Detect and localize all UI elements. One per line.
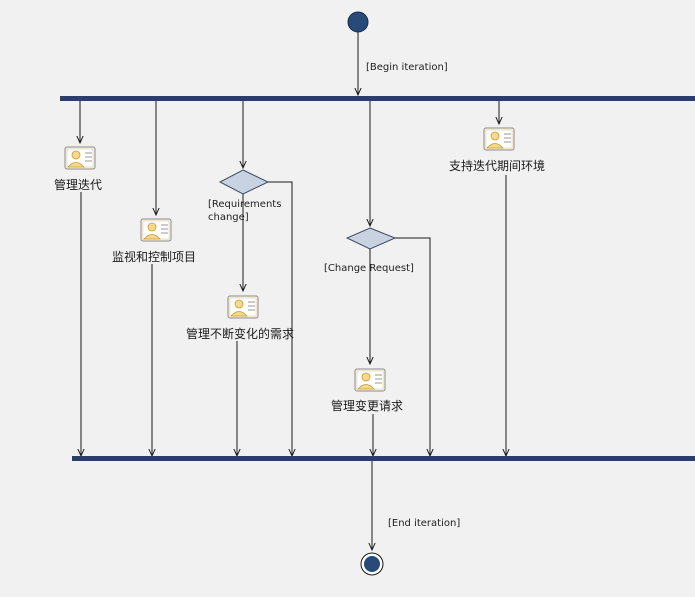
requirements-decision <box>218 169 270 195</box>
activity-manage-iteration: 管理迭代 <box>53 178 103 192</box>
requirements-guard-line2: change] <box>208 212 249 223</box>
manage-requirements-icon <box>227 295 259 319</box>
initial-node <box>347 11 369 33</box>
activity-manage-requirements: 管理不断变化的需求 <box>185 327 295 341</box>
activity-monitor-control: 监视和控制项目 <box>111 250 197 264</box>
change-request-guard-label: [Change Request] <box>324 263 414 274</box>
manage-change-requests-icon <box>354 368 386 392</box>
support-environment-icon <box>483 127 515 151</box>
activity-manage-change-requests: 管理变更请求 <box>330 399 404 413</box>
end-guard-label: [End iteration] <box>388 518 461 529</box>
activity-support-environment: 支持迭代期间环境 <box>448 159 546 173</box>
manage-iteration-icon <box>64 146 96 170</box>
change-request-decision <box>345 227 397 250</box>
fork-bar <box>60 96 695 101</box>
monitor-control-icon <box>140 218 172 242</box>
final-node-inner <box>364 556 380 572</box>
join-bar <box>72 456 695 461</box>
begin-guard-label: [Begin iteration] <box>366 62 448 73</box>
requirements-guard-line1: [Requirements <box>208 199 282 210</box>
